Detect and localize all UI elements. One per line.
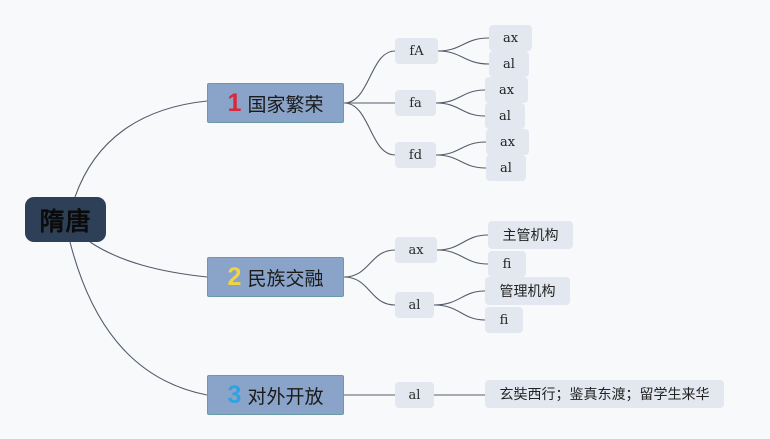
sub-node[interactable]: fd — [395, 142, 436, 168]
sub-node-label: fA — [409, 43, 424, 59]
leaf-node[interactable]: fi — [488, 251, 526, 277]
branch-node-2[interactable]: 2 民族交融 — [207, 257, 344, 297]
leaf-label: al — [503, 56, 515, 72]
leaf-node[interactable]: ax — [486, 129, 529, 155]
leaf-node[interactable]: 管理机构 — [485, 277, 570, 305]
leaf-label: 主管机构 — [502, 228, 559, 244]
leaf-node[interactable]: fi — [485, 307, 523, 333]
link-fd-ax — [435, 141, 487, 156]
sub-node-label: ax — [408, 242, 424, 258]
sub-node-label: al — [408, 387, 421, 403]
leaf-node[interactable]: ax — [485, 77, 528, 103]
sub-node-label: fa — [409, 95, 422, 111]
leaf-label: al — [499, 108, 511, 124]
sub-node[interactable]: fa — [395, 90, 436, 116]
link-fa-al — [435, 102, 486, 117]
link-b1-fd — [343, 102, 396, 156]
leaf-label: al — [500, 160, 512, 176]
sub-node[interactable]: fA — [395, 38, 438, 64]
leaf-label: ax — [498, 82, 515, 98]
link-b2-al — [343, 276, 396, 306]
link-fA-ax — [437, 37, 490, 52]
link-root-branch-3 — [69, 241, 208, 396]
link-al-fi — [433, 304, 486, 321]
link-root-branch-1 — [74, 100, 208, 198]
leaf-label: ax — [502, 30, 519, 46]
sub-node[interactable]: al — [395, 292, 434, 318]
link-ax-zhuguan — [436, 234, 489, 251]
leaf-label: fi — [499, 312, 509, 328]
leaf-node[interactable]: 玄奘西行；鉴真东渡；留学生来华 — [485, 380, 724, 408]
sub-node[interactable]: al — [395, 382, 434, 408]
sub-node[interactable]: ax — [395, 237, 437, 263]
number-3-icon: 3 — [227, 380, 242, 409]
leaf-label: 管理机构 — [499, 284, 556, 300]
link-fa-ax — [435, 89, 486, 104]
branch-node-1[interactable]: 1 国家繁荣 — [207, 83, 344, 123]
leaf-label: fi — [502, 256, 512, 272]
link-fA-al — [437, 50, 490, 65]
number-2-icon: 2 — [227, 262, 242, 291]
link-b2-ax — [343, 249, 396, 278]
number-1-icon: 1 — [227, 88, 242, 117]
leaf-node[interactable]: al — [489, 51, 529, 77]
link-fd-al — [435, 154, 487, 169]
leaf-node[interactable]: al — [485, 103, 525, 129]
branch-node-3[interactable]: 3 对外开放 — [207, 375, 344, 415]
link-root-branch-2 — [89, 241, 208, 278]
leaf-label: 玄奘西行；鉴真东渡；留学生来华 — [499, 387, 710, 403]
branch-label: 民族交融 — [247, 267, 324, 290]
link-b1-fA — [343, 50, 396, 104]
link-ax-fi — [436, 249, 489, 265]
leaf-node[interactable]: ax — [489, 25, 532, 51]
leaf-node[interactable]: al — [486, 155, 526, 181]
branch-label: 对外开放 — [247, 385, 324, 408]
root-node[interactable]: 隋唐 — [25, 197, 106, 242]
sub-node-label: al — [408, 297, 421, 313]
branch-label: 国家繁荣 — [247, 93, 324, 116]
link-al-guanli — [433, 290, 486, 306]
root-label: 隋唐 — [39, 206, 92, 236]
leaf-node[interactable]: 主管机构 — [488, 221, 573, 249]
leaf-label: ax — [499, 134, 516, 150]
sub-node-label: fd — [408, 147, 423, 163]
